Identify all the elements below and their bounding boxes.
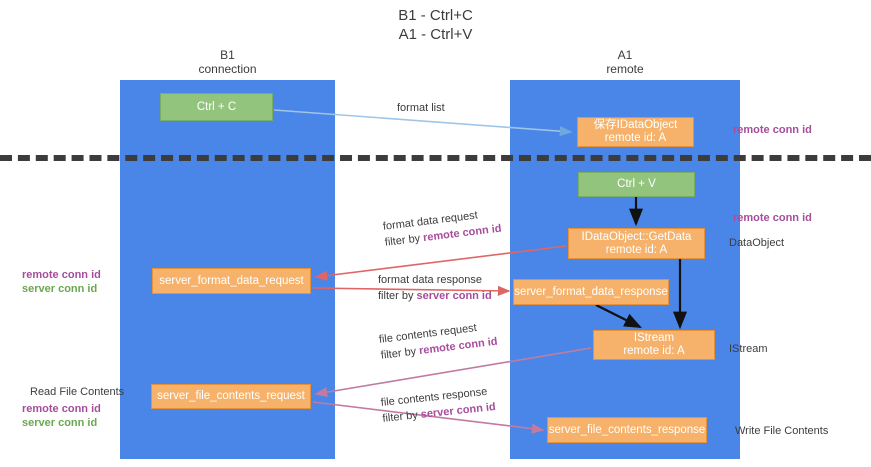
edge-label-format-data-request: format data request filter by remote con… [382, 205, 502, 251]
annotation-text: Write File Contents [735, 425, 829, 437]
annotation-right-remote-conn-id-top: remote conn id [733, 123, 812, 137]
edge-label-format-data-response: format data response filter by server co… [378, 272, 492, 304]
annotation-text: remote conn id [733, 212, 812, 224]
annotation-right-write-file-contents: Write File Contents [735, 424, 828, 438]
annotation-right-istream: IStream [729, 342, 768, 356]
edge-label-line1: format data response [378, 274, 482, 286]
annotation-remote-conn-id: remote conn id [22, 403, 101, 415]
box-istream[interactable]: IStream remote id: A [593, 330, 715, 360]
annotation-text: remote conn id [733, 124, 812, 136]
edge-label-format-list: format list [397, 100, 445, 116]
annotation-left-conn-ids-2: remote conn id server conn id [22, 402, 101, 430]
annotation-server-conn-id: server conn id [22, 417, 98, 429]
page-title: B1 - Ctrl+C A1 - Ctrl+V [398, 7, 473, 43]
box-idataobject-getdata[interactable]: IDataObject::GetData remote id: A [568, 228, 705, 259]
edge-label-line1: format list [397, 102, 445, 114]
box-server-file-contents-response[interactable]: server_file_contents_response [547, 417, 707, 443]
annotation-right-remote-conn-id-mid: remote conn id [733, 211, 812, 225]
edge-label-file-contents-request: file contents request filter by remote c… [378, 318, 498, 364]
lane-header-a1: A1 remote [606, 48, 644, 76]
box-ctrl-c[interactable]: Ctrl + C [160, 93, 273, 121]
box-server-format-data-request[interactable]: server_format_data_request [152, 268, 311, 294]
edge-label-line2: filter by server conn id [378, 288, 492, 304]
box-server-file-contents-request[interactable]: server_file_contents_request [151, 384, 311, 409]
lane-header-b1: B1 connection [198, 48, 257, 76]
annotation-right-dataobject: DataObject [729, 236, 784, 250]
annotation-remote-conn-id: remote conn id [22, 269, 101, 281]
filter-prefix: filter by [378, 290, 417, 302]
annotation-server-conn-id: server conn id [22, 283, 98, 295]
annotation-text: Read File Contents [30, 386, 125, 398]
clipboard-boundary-divider [0, 155, 871, 161]
filter-key: server conn id [416, 290, 492, 302]
box-save-idataobject[interactable]: 保存IDataObject remote id: A [577, 117, 694, 147]
filter-prefix: filter by [380, 345, 420, 362]
edge-label-file-contents-response: file contents response filter by server … [380, 383, 496, 427]
annotation-text: DataObject [729, 237, 785, 249]
box-ctrl-v[interactable]: Ctrl + V [578, 172, 695, 197]
annotation-left-read-file-contents: Read File Contents [30, 385, 124, 399]
box-server-format-data-response[interactable]: server_format_data_response [513, 279, 669, 305]
annotation-text: IStream [729, 343, 768, 355]
annotation-left-conn-ids: remote conn id server conn id [22, 268, 101, 296]
filter-prefix: filter by [384, 232, 424, 249]
filter-prefix: filter by [381, 408, 422, 425]
